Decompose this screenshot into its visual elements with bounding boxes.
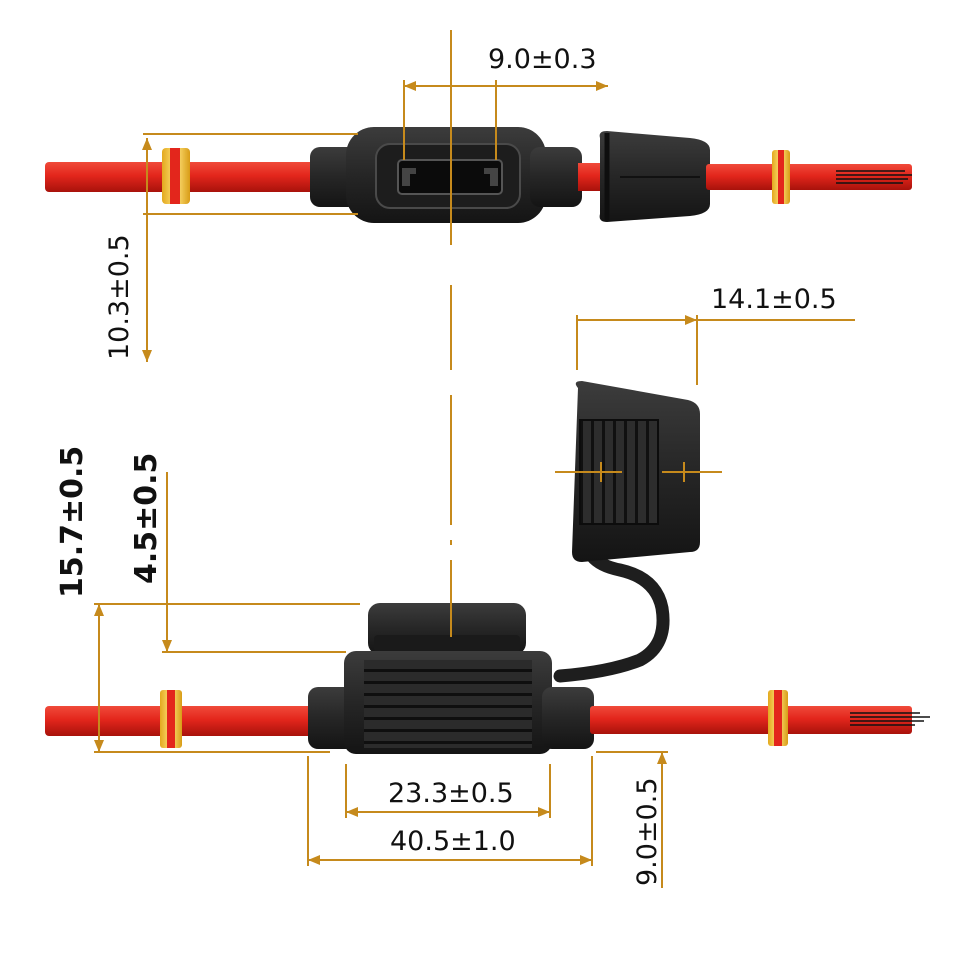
cap-lanyard (553, 549, 670, 683)
dimension-arrowheads (94, 81, 697, 865)
dim-overall-width: 40.5±1.0 (390, 826, 516, 857)
side-wire-strands (850, 712, 930, 726)
side-housing-right-boss (542, 687, 594, 749)
dim-cap-width: 14.1±0.5 (711, 284, 837, 315)
side-view (45, 549, 930, 754)
top-wire-strands (836, 170, 912, 184)
dimension-lines (94, 30, 855, 888)
side-housing-ribs (364, 660, 532, 748)
dim-top-height: 10.3±0.5 (104, 234, 135, 360)
top-housing-right-boss (530, 147, 582, 207)
dim-cap-height: 4.5±0.5 (129, 453, 164, 584)
dim-total-height: 15.7±0.5 (55, 446, 90, 598)
top-right-wire (706, 164, 912, 190)
dim-top-width: 9.0±0.3 (488, 44, 597, 75)
side-left-wire (45, 706, 320, 736)
dim-body-width: 23.3±0.5 (388, 778, 514, 809)
dim-right-height: 9.0±0.5 (632, 777, 663, 886)
top-view (45, 127, 912, 223)
side-right-wire (590, 706, 912, 734)
